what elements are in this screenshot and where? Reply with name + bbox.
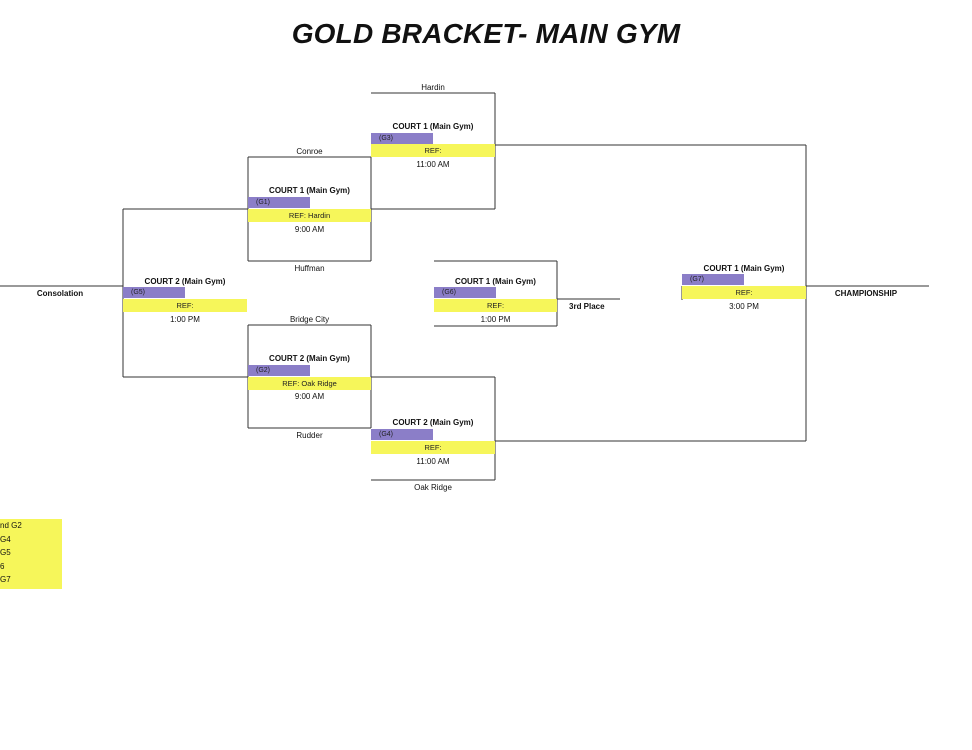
team-huffman: Huffman [294,264,325,273]
g6-time: 1:00 PM [480,315,511,324]
g7-court: COURT 1 (Main Gym) [703,264,785,273]
team-oak-ridge: Oak Ridge [414,483,452,492]
g7-time: 3:00 PM [729,302,759,311]
g4-time: 11:00 AM [416,457,450,466]
g2-ref: REF: Oak Ridge [248,377,371,390]
page-title: GOLD BRACKET- MAIN GYM [291,18,681,49]
g5-time: 1:00 PM [170,315,200,324]
g4-ref: REF: [371,441,495,454]
third-place-label: 3rd Place [569,302,605,311]
legend-item: nd G2 [0,521,22,530]
legend-item: G5 [0,548,11,557]
legend-item: G7 [0,575,11,584]
g2-court: COURT 2 (Main Gym) [269,354,350,363]
g2-game-id: (G2) [248,365,310,376]
g6-court: COURT 1 (Main Gym) [455,277,536,286]
g5-court: COURT 2 (Main Gym) [144,277,226,286]
g1-time: 9:00 AM [294,225,325,234]
g5-game-id: (G5) [123,287,185,298]
g1-game-id: (G1) [248,197,310,208]
g6-ref: REF: [434,299,557,312]
team-rudder: Rudder [296,431,323,440]
championship-label: CHAMPIONSHIP [834,289,898,298]
g3-court: COURT 1 (Main Gym) [392,122,474,131]
team-bridge-city: Bridge City [289,315,330,324]
g2-time: 9:00 AM [294,392,325,401]
g7-ref: REF: [682,286,806,299]
legend-item: 6 [0,561,5,571]
team-hardin: Hardin [421,83,445,92]
g1-ref: REF: Hardin [248,209,371,222]
g4-court: COURT 2 (Main Gym) [392,418,474,427]
consolation-label: Consolation [36,289,84,298]
g7-game-id: (G7) [682,274,744,285]
team-conroe: Conroe [296,147,323,156]
legend-box: nd G2 G4 G5 6 G7 [0,519,62,589]
g3-game-id: (G3) [371,133,433,144]
g1-court: COURT 1 (Main Gym) [269,186,350,195]
g3-time: 11:00 AM [416,160,450,169]
g4-game-id: (G4) [371,429,433,440]
g6-game-id: (G6) [434,287,496,298]
g3-ref: REF: [371,144,495,157]
g5-ref: REF: [123,299,247,312]
legend-item: G4 [0,534,11,544]
